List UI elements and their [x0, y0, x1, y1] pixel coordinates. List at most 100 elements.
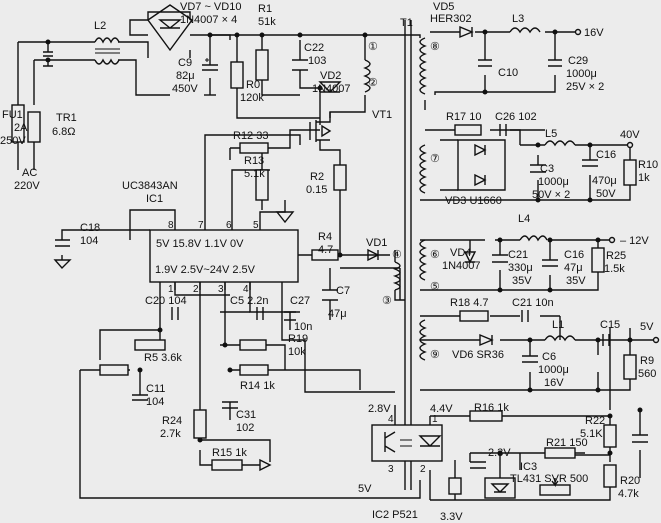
label-r4-val: 4.7 [318, 244, 333, 256]
capacitor-c16b [542, 259, 558, 267]
label-c29-val: 1000μ [566, 68, 597, 80]
label-vd4: VD4 [450, 247, 471, 259]
label-v28: 2.8V [368, 403, 391, 415]
ic1-top-pins [174, 220, 261, 230]
capacitor-c27 [284, 311, 296, 321]
label-c6: C6 [542, 351, 556, 363]
label-r2: R2 [310, 171, 324, 183]
label-winding-5: ⑤ [430, 281, 440, 293]
junction-dots [45, 29, 643, 456]
label-ac: AC [22, 167, 37, 179]
terminal-40v [626, 141, 634, 149]
label-ic1: IC1 [146, 193, 163, 205]
capacitor-c21b [521, 310, 529, 322]
label-pin-5: 5 [253, 220, 259, 231]
label-r20-val: 4.7k [618, 488, 639, 500]
label-r10: R10 [638, 159, 658, 171]
label-c31-val: 102 [236, 422, 254, 434]
label-vd1: VD1 [366, 237, 387, 249]
label-vd3: VD3 U1660 [445, 195, 502, 207]
resistor-r1 [230, 61, 244, 89]
label-winding-1: ① [368, 41, 378, 53]
capacitor-c15 [602, 334, 610, 346]
transformer-primary [363, 59, 371, 93]
label-r10-val: 1k [638, 172, 650, 184]
label-r9-val: 560 [638, 368, 656, 380]
label-c21a: C21 [508, 249, 528, 261]
label-r17: R17 10 [446, 111, 481, 123]
resistor-r20 [603, 464, 617, 488]
label-c9: C9 [178, 57, 192, 69]
resistor-r14 [239, 364, 269, 376]
label-vd5: VD5 [433, 1, 454, 13]
resistor-r24 [193, 409, 207, 439]
label-c16b: C16 [564, 249, 584, 261]
ic1-uc3843an [149, 229, 299, 283]
inductor-l3 [509, 27, 541, 34]
ground-symbol [275, 211, 295, 224]
label-winding-7: ⑦ [430, 153, 440, 165]
label-vd6: VD6 SR36 [452, 349, 504, 361]
label-ic3-val: TL431 SVR 500 [510, 473, 588, 485]
winding-9 [419, 319, 427, 361]
label-c5: C5 2.2n [230, 295, 269, 307]
capacitor-c18 [53, 239, 72, 270]
label-c16a-v: 50V [596, 188, 616, 200]
resistor-r22 [603, 424, 617, 448]
label-c29: C29 [568, 55, 588, 67]
label-r24: R24 [162, 415, 182, 427]
winding-8 [419, 37, 427, 95]
capacitor-c6 [522, 355, 538, 363]
label-c21a-v: 35V [512, 275, 532, 287]
label-c10: C10 [498, 67, 518, 79]
label-r9: R9 [640, 355, 654, 367]
label-c6-val: 1000μ [538, 364, 569, 376]
label-v44: 4.4V [430, 403, 453, 415]
label-c26: C26 102 [495, 111, 537, 123]
label-v5-feedback: 5V [358, 483, 372, 495]
winding-7 [419, 144, 427, 194]
label-t1: T1 [400, 17, 413, 29]
label-opto-pin-3: 3 [388, 464, 394, 475]
capacitor-c26 [499, 124, 507, 136]
label-c16a-val: 470μ [592, 175, 617, 187]
resistor-r0 [255, 49, 269, 81]
label-l4: L4 [518, 213, 530, 225]
label-c27-val: 10n [294, 321, 312, 333]
capacitor-c5 [256, 307, 264, 320]
label-pin-6: 6 [226, 220, 232, 231]
resistor-r13 [255, 169, 269, 201]
label-pin-3: 3 [218, 284, 224, 295]
label-tr1: TR1 [56, 112, 77, 124]
label-pin-7: 7 [198, 220, 204, 231]
terminal-5v [652, 336, 660, 344]
label-r16: R16 1k [474, 402, 509, 414]
inductor-l4 [519, 235, 548, 242]
label-r14: R14 1k [240, 380, 275, 392]
label-c6-v: 16V [544, 377, 564, 389]
label-uc3843an: UC3843AN [122, 180, 178, 192]
label-c7: C7 [336, 285, 350, 297]
label-c3: C3 [540, 163, 554, 175]
capacitor-c16a [582, 159, 598, 167]
label-vd2: VD2 [320, 70, 341, 82]
label-winding-9: ⑨ [430, 349, 440, 361]
label-pin-1: 1 [168, 284, 174, 295]
capacitor-c9 [202, 58, 218, 96]
resistor-r2 [333, 164, 347, 191]
capacitor-c31 [222, 401, 238, 409]
optocoupler-ic2 [371, 424, 443, 462]
label-r5: R5 3.6k [144, 352, 182, 364]
capacitor-c22 [292, 59, 308, 71]
capacitor-c21a [492, 254, 508, 263]
terminal-minus12v [608, 236, 616, 244]
label-opto-pin-2: 2 [420, 464, 426, 475]
label-c7-val: 47μ [328, 308, 347, 320]
resistor-r16 [469, 410, 503, 422]
diode-vd4 [463, 251, 477, 264]
label-c15: C15 [600, 319, 620, 331]
ic3-tl431 [484, 477, 516, 499]
capacitor-feedback [632, 434, 648, 443]
label-out-16v: 16V [584, 27, 604, 39]
